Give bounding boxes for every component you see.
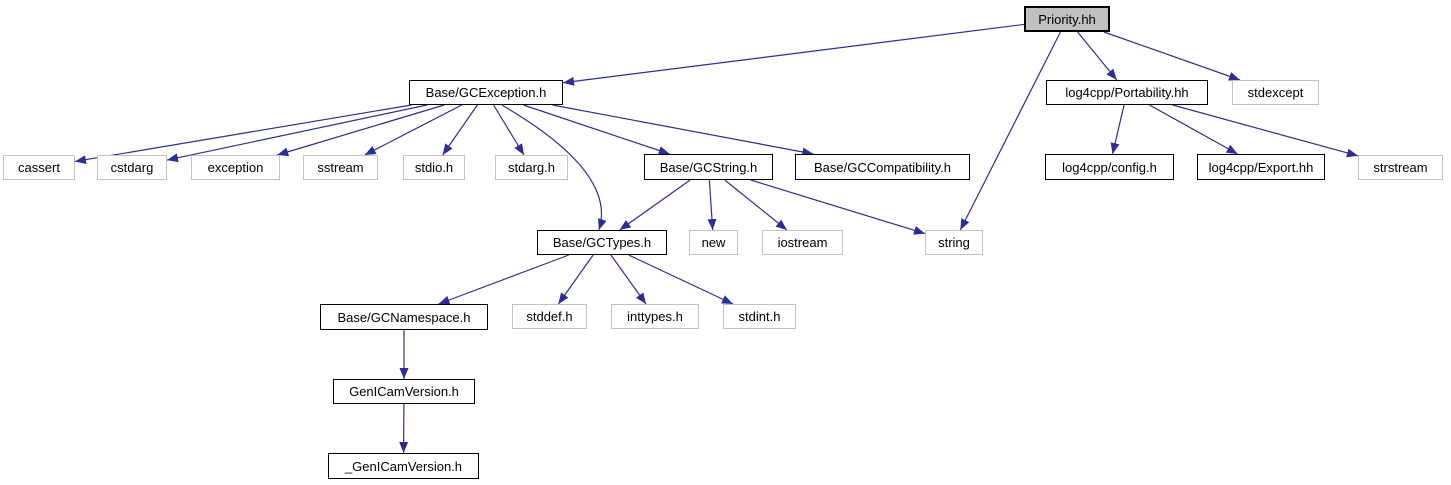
edge-portability-strstream — [1172, 104, 1359, 158]
node-strstream: strstream — [1358, 155, 1443, 180]
edge-portability-config — [1110, 104, 1125, 155]
node-priority: Priority.hh — [1024, 6, 1110, 32]
node-exception: exception — [191, 155, 280, 180]
edge-gcexception-cassert — [74, 104, 412, 165]
node-stdexcept: stdexcept — [1232, 80, 1319, 105]
node-portability[interactable]: log4cpp/Portability.hh — [1046, 80, 1208, 105]
node-genicamversion[interactable]: GenICamVersion.h — [333, 379, 475, 404]
edges-group — [74, 23, 1359, 454]
edge-priority-gcexception — [562, 23, 1025, 86]
edge-gcstring-new — [707, 179, 717, 231]
edge-gcexception-stdio — [442, 104, 478, 156]
node-stdint: stdint.h — [723, 304, 796, 329]
node-inttypes: inttypes.h — [611, 304, 699, 329]
node-export[interactable]: log4cpp/Export.hh — [1197, 154, 1325, 180]
edge-gcexception-exception — [277, 104, 445, 157]
node-iostream: iostream — [762, 230, 843, 255]
node-gccompat[interactable]: Base/GCCompatibility.h — [795, 154, 970, 180]
edge-priority-portability — [1077, 31, 1118, 81]
edge-gcstring-string — [750, 179, 926, 235]
edge-gcexception-gcstring — [523, 104, 670, 155]
edge-gctypes-stdint — [628, 254, 734, 305]
node-ugenicamversion[interactable]: _GenICamVersion.h — [328, 453, 479, 479]
node-sstream: sstream — [303, 155, 378, 180]
node-gcstring[interactable]: Base/GCString.h — [644, 154, 773, 180]
edge-gcexception-gccompat — [552, 104, 814, 157]
node-gcnamespace[interactable]: Base/GCNamespace.h — [320, 304, 488, 330]
edge-gctypes-gcnamespace — [438, 254, 569, 305]
node-stddef: stddef.h — [512, 304, 587, 329]
edge-gcexception-gctypes — [501, 104, 607, 231]
edge-priority-stdexcept — [1103, 31, 1241, 81]
edge-gcexception-stdarg — [493, 104, 525, 156]
node-gctypes[interactable]: Base/GCTypes.h — [537, 230, 667, 255]
edge-gctypes-inttypes — [610, 254, 647, 305]
node-config[interactable]: log4cpp/config.h — [1045, 154, 1174, 180]
edge-gcexception-cstdarg — [166, 104, 428, 163]
edge-gcexception-sstream — [364, 104, 463, 156]
node-cassert: cassert — [3, 155, 75, 180]
node-new: new — [689, 230, 738, 255]
node-stdio: stdio.h — [403, 155, 465, 180]
node-cstdarg: cstdarg — [97, 155, 167, 180]
edge-priority-string — [959, 31, 1061, 231]
node-gcexception[interactable]: Base/GCException.h — [409, 80, 563, 105]
node-string: string — [925, 230, 983, 255]
edge-gcstring-iostream — [724, 179, 788, 231]
edge-gcstring-gctypes — [619, 179, 691, 231]
node-stdarg: stdarg.h — [495, 155, 568, 180]
edge-portability-export — [1149, 104, 1238, 155]
edge-gctypes-stddef — [557, 254, 594, 305]
